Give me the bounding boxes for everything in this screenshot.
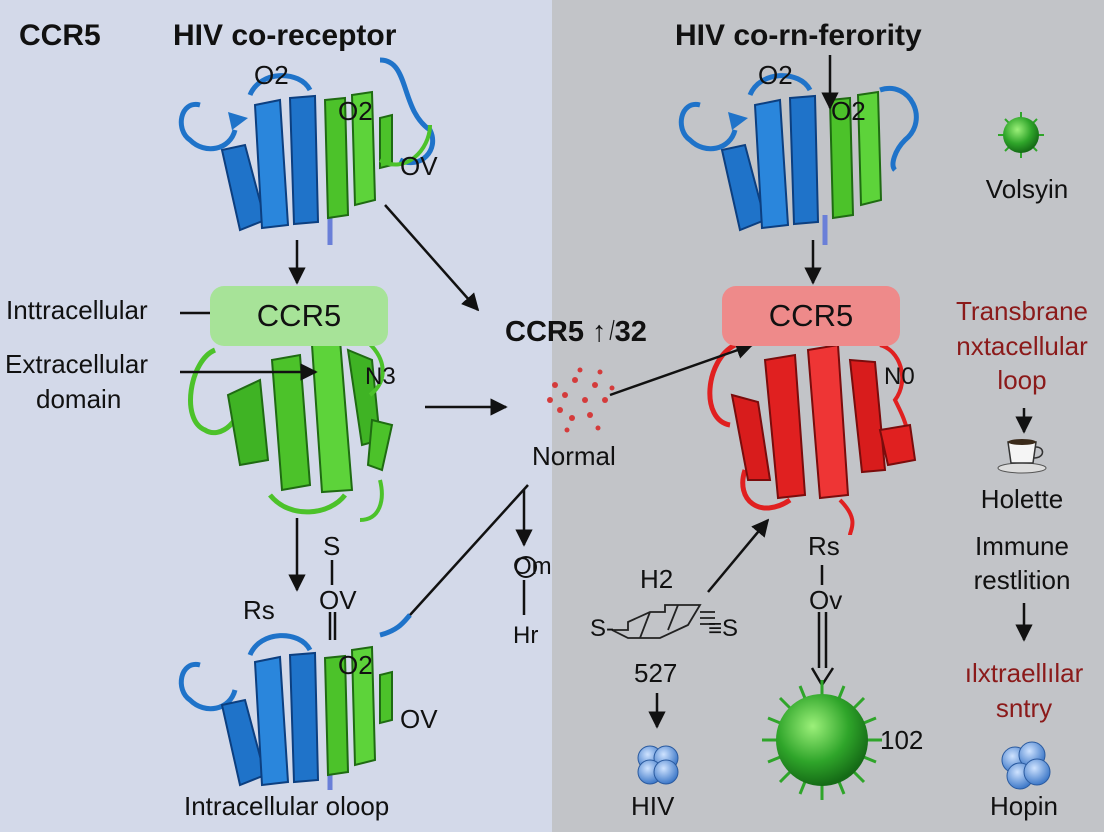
label-om: Om [513,553,552,580]
label-immune: Immune [975,531,1069,561]
label-hopin: Hopin [990,791,1058,821]
label-domain: domain [36,384,122,414]
label-volsyin: Volsyin [985,174,1069,204]
label-transbrane: Transbrane [956,296,1088,326]
label-527: 527 [634,658,678,688]
ccr5-box-green: CCR5 [210,286,388,346]
label-s-left: S- [590,615,614,642]
label-rs-left: Rs [243,595,275,625]
label-s: S [323,531,341,561]
label-extracellular: Extracellular [5,349,149,379]
protein-left-bottom [178,613,412,790]
ccr5-label-green: CCR5 [256,298,342,333]
ccr5-label-red: CCR5 [768,298,854,333]
label-ov-mid: OV [319,585,357,615]
arrow-to-ccr5-32 [384,204,480,312]
protein-left-middle [188,338,394,522]
left-panel-title: HIV co-receptor [173,19,397,52]
label-rs-right: Rs [808,531,840,561]
virus-large-icon [762,680,882,800]
label-entry: ѕntry [995,693,1053,723]
label-restlition: restlition [973,565,1071,595]
label-ccr5-32: CCR5 ↑ 32 [505,316,647,348]
arrow-to-ccr5-red [609,341,754,397]
arrow-h2-to-red [707,518,770,593]
label-o2-right-a: O2 [758,60,793,90]
label-loop: loop [997,365,1047,395]
label-o2-top-b: O2 [338,96,373,126]
ccr5-32-marker [609,319,615,341]
bottom-caption: Intracellular oloop [184,791,390,821]
label-o2-bottom: O2 [338,650,373,680]
label-normal: Normal [532,441,616,471]
label-ov-bottom: OV [400,704,438,734]
label-o2-right-b: O2 [831,96,866,126]
protein-right-top [678,73,919,245]
label-ov-top: OV [400,151,438,181]
line-bottom-to-center [409,484,529,616]
label-n0: N0 [884,363,915,390]
label-intracellular: Inttracellular [6,295,148,325]
label-virus-102: 102 [880,725,924,755]
label-holette: Holette [980,484,1064,514]
right-panel-title: HIV co-rn-ferority [675,19,922,52]
cup-icon [997,439,1047,474]
label-h2: H2 [640,564,674,594]
corner-title: CCR5 [19,19,101,52]
label-o2-top-a: O2 [254,60,289,90]
label-nxtacellular: nxtacellular [956,331,1088,361]
hopin-icon [1001,741,1051,790]
label-ov-right: Ov [809,585,843,615]
label-n3: N3 [365,363,396,390]
hiv-particle-icon [637,745,679,785]
label-hiv: HIV [631,791,675,821]
om-circle [515,556,537,578]
virus-small-icon [998,112,1044,158]
chemical-structure [611,604,715,639]
protein-right-red [707,342,917,536]
ccr5-box-red: CCR5 [722,286,900,346]
protein-left-top [178,57,436,245]
label-hr: Hr [513,622,539,649]
label-extraellular: ılxtraellılar [964,658,1084,688]
label-s-right: ≡S [708,615,739,642]
dot-cluster [547,367,615,433]
